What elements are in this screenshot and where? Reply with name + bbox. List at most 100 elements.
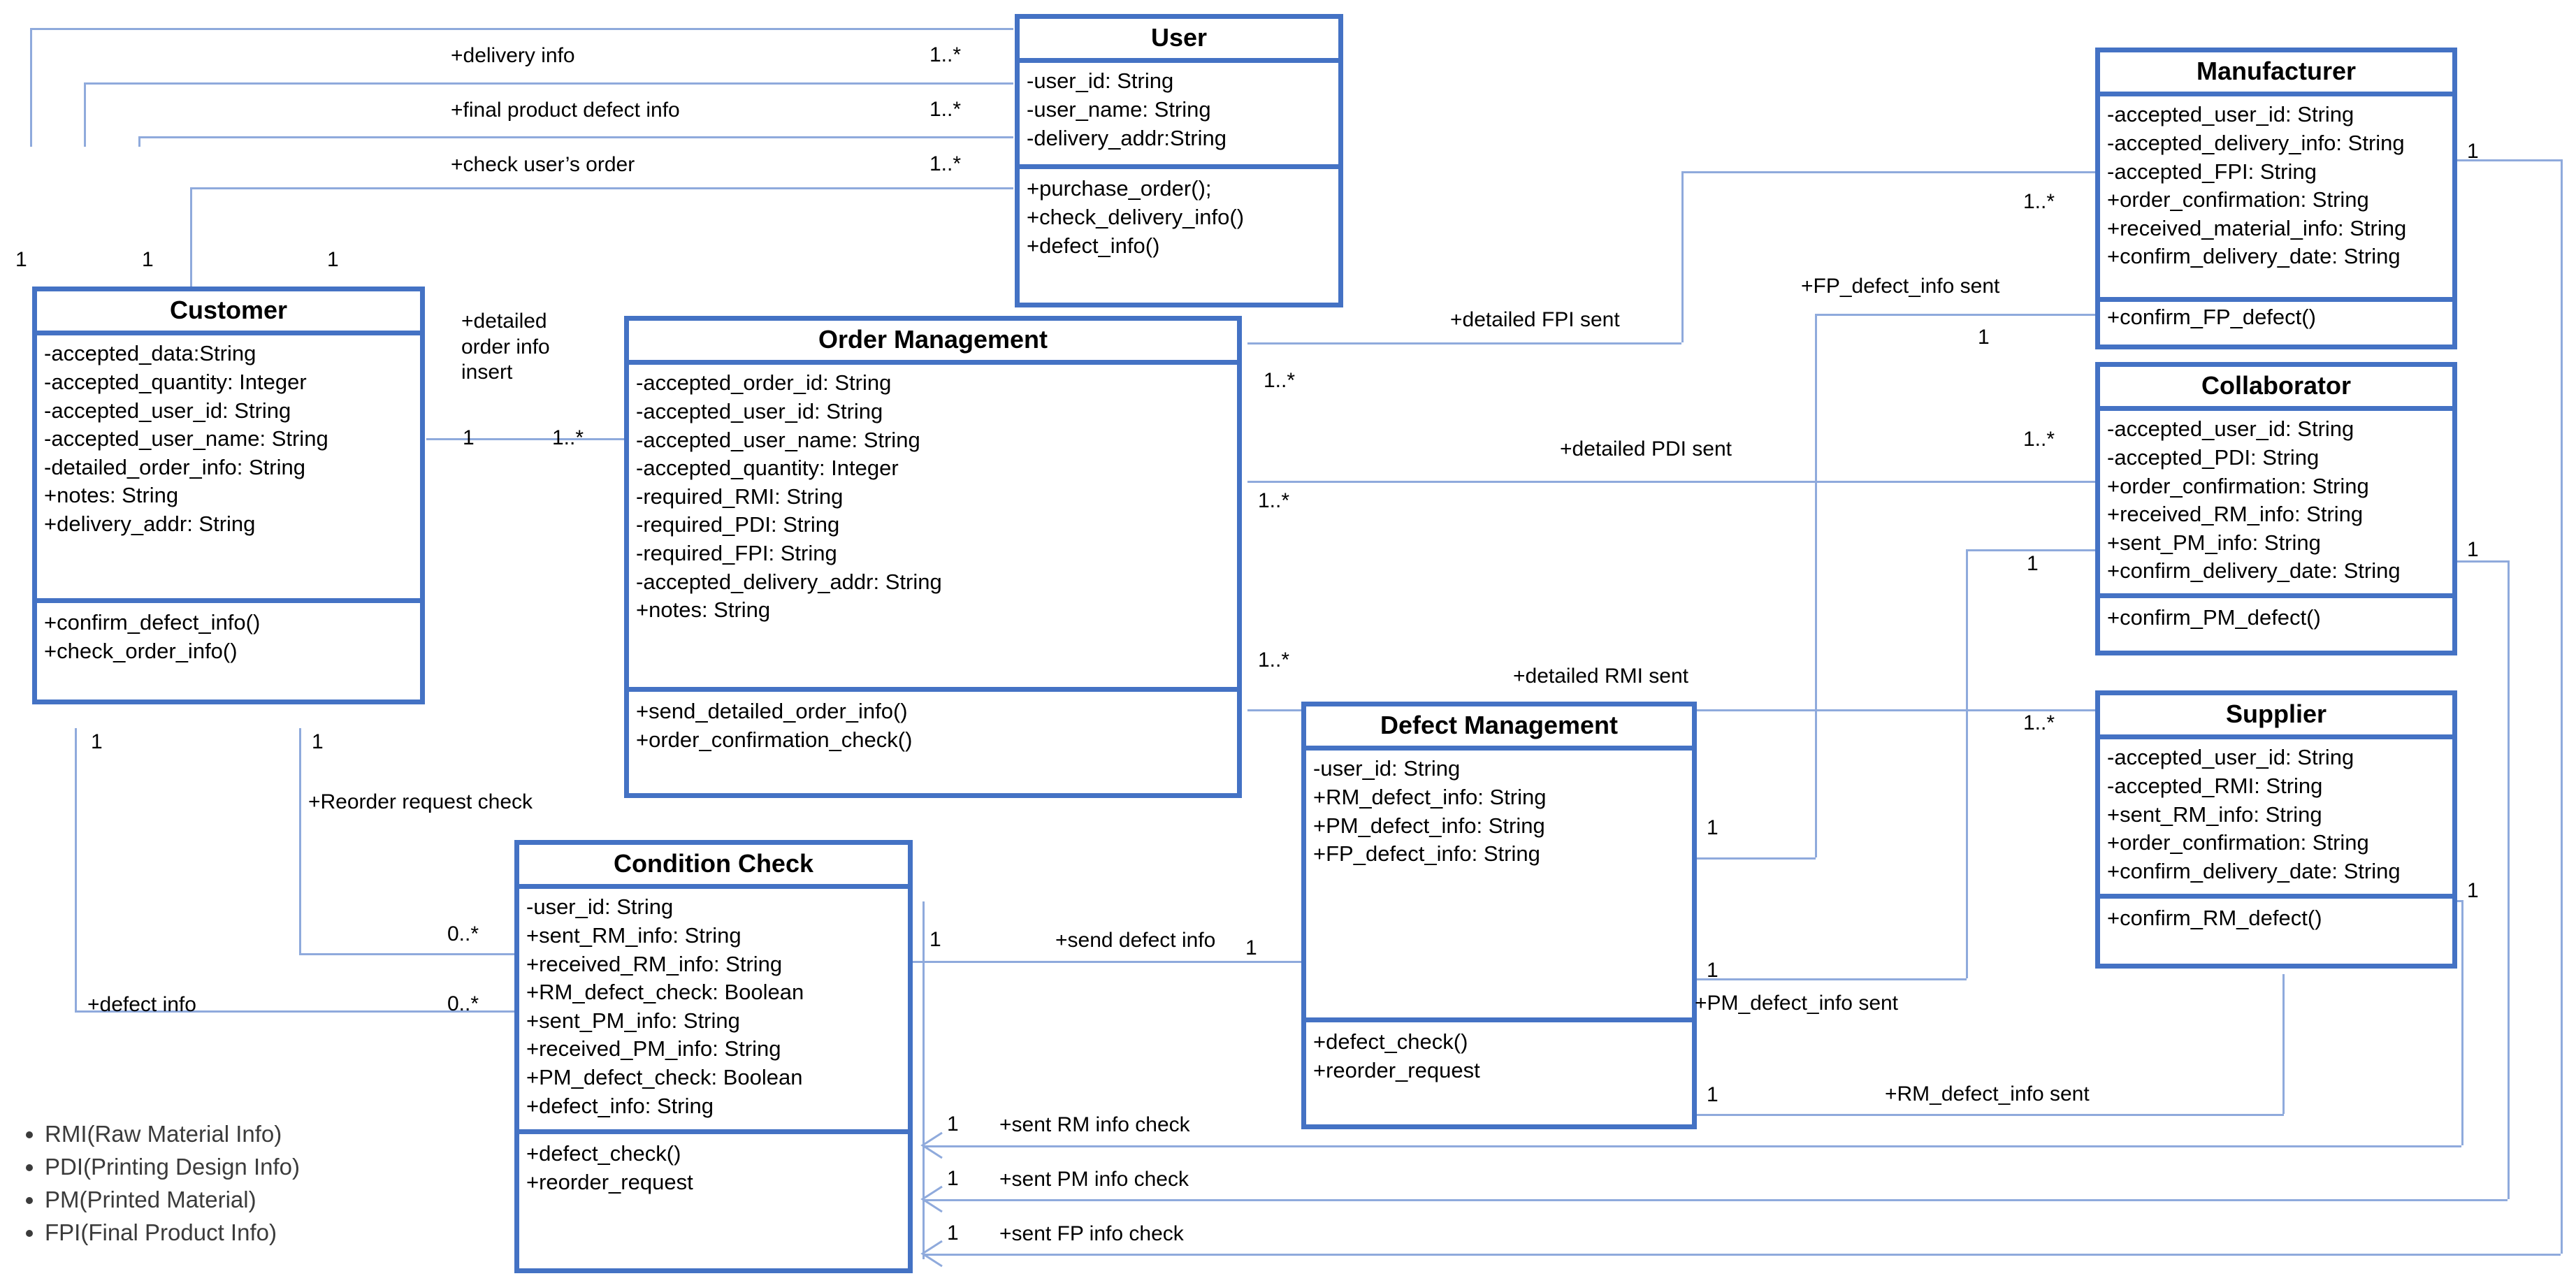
attribute-line: -accepted_user_id: String — [636, 398, 883, 423]
attribute-line: +confirm_delivery_date: String — [2107, 244, 2401, 269]
connector-om-manufacturer-left — [1247, 342, 1681, 345]
class-box-customer[interactable]: Customer -accepted_data:String -accepted… — [32, 287, 425, 704]
class-box-condition-check[interactable]: Condition Check -user_id: String +sent_R… — [514, 840, 913, 1273]
multiplicity-customer-delivery: 1 — [15, 248, 27, 271]
multiplicity-cc-fp-check: 1 — [947, 1222, 959, 1245]
connector-dm-collaborator-top — [1966, 549, 2097, 551]
multiplicity-supplier-rmi: 1..* — [2023, 711, 2055, 734]
operation-line: +defect_check() — [526, 1141, 681, 1166]
connector-customer-user-purchase-drop — [190, 187, 192, 289]
attribute-line: -user_id: String — [1313, 756, 1461, 781]
attribute-line: -accepted_user_name: String — [636, 427, 920, 452]
connector-om-collaborator — [1247, 481, 2097, 483]
class-box-user[interactable]: User -user_id: String -user_name: String… — [1015, 14, 1343, 307]
connector-om-manufacturer-riser — [1681, 171, 1684, 342]
connector-collaborator-cc-bottom — [922, 1199, 2508, 1201]
class-box-collaborator[interactable]: Collaborator -accepted_user_id: String -… — [2095, 362, 2457, 655]
connector-customer-cc-riser — [299, 728, 301, 953]
attribute-line: +PM_defect_check: Boolean — [526, 1064, 803, 1089]
multiplicity-dm-rmdefect: 1 — [1707, 1083, 1718, 1106]
attribute-line: +received_RM_info: String — [2107, 502, 2364, 527]
edge-label-line: insert — [461, 361, 513, 384]
attribute-line: +received_PM_info: String — [526, 1036, 781, 1061]
multiplicity-cc-rm-check: 1 — [947, 1112, 959, 1136]
multiplicity-user-checkorder: 1..* — [929, 152, 962, 175]
connector-om-manufacturer-top — [1681, 171, 2097, 173]
class-operations-defect-management: +defect_check() +reorder_request — [1306, 1022, 1692, 1089]
connector-collaborator-cc-riser — [2508, 560, 2510, 1199]
connector-cc-left-rail — [922, 901, 925, 1259]
attribute-line: -accepted_user_name: String — [44, 426, 328, 451]
edge-label-delivery-info: +delivery info — [451, 44, 575, 67]
attribute-line: +delivery_addr: String — [44, 511, 256, 536]
multiplicity-user-delivery: 1..* — [929, 43, 962, 66]
class-title-supplier: Supplier — [2100, 695, 2452, 740]
operation-line: +send_detailed_order_info() — [636, 699, 908, 724]
edge-label-defect-info: +defect info — [87, 993, 196, 1016]
attribute-line: +confirm_delivery_date: String — [2107, 558, 2401, 583]
multiplicity-customer-fpdefect: 1 — [142, 248, 154, 271]
operation-line: +reorder_request — [526, 1169, 693, 1194]
attribute-line: +order_confirmation: String — [2107, 473, 2369, 498]
attribute-line: -accepted_user_id: String — [2107, 102, 2354, 127]
class-box-manufacturer[interactable]: Manufacturer -accepted_user_id: String -… — [2095, 48, 2457, 349]
class-box-defect-management[interactable]: Defect Management -user_id: String +RM_d… — [1301, 702, 1697, 1129]
multiplicity-collaborator-right: 1 — [2467, 538, 2479, 561]
legend-item: PDI(Printing Design Info) — [45, 1151, 300, 1184]
connector-manufacturer-cc-riser — [2561, 159, 2563, 1254]
legend-item: FPI(Final Product Info) — [45, 1217, 300, 1249]
attribute-line: +RM_defect_info: String — [1313, 784, 1547, 809]
connector-dm-supplier-riser — [2282, 974, 2285, 1114]
attribute-line: -accepted_quantity: Integer — [44, 369, 307, 394]
multiplicity-cc-defectinfo: 0..* — [447, 992, 479, 1015]
attribute-line: -required_FPI: String — [636, 540, 837, 565]
legend-list: RMI(Raw Material Info) PDI(Printing Desi… — [21, 1118, 300, 1249]
attribute-line: -accepted_FPI: String — [2107, 159, 2317, 184]
class-box-supplier[interactable]: Supplier -accepted_user_id: String -acce… — [2095, 690, 2457, 969]
multiplicity-user-fpdefect: 1..* — [929, 98, 962, 121]
legend-item: RMI(Raw Material Info) — [45, 1118, 300, 1151]
attribute-line: -accepted_RMI: String — [2107, 773, 2323, 798]
class-attributes-manufacturer: -accepted_user_id: String -accepted_deli… — [2100, 96, 2452, 303]
connector-supplier-cc-riser — [2461, 900, 2463, 1145]
edge-label-check-users-order: +check user’s order — [451, 153, 635, 176]
class-title-collaborator: Collaborator — [2100, 367, 2452, 412]
multiplicity-customer-checkorder: 1 — [327, 248, 339, 271]
edge-label-final-product-defect-info: +final product defect info — [451, 99, 680, 122]
attribute-line: +RM_defect_check: Boolean — [526, 980, 804, 1005]
connector-dm-collaborator-bottom — [1697, 978, 1967, 980]
edge-label-detailed-pdi-sent: +detailed PDI sent — [1560, 437, 1732, 461]
class-title-condition-check: Condition Check — [519, 845, 908, 890]
class-attributes-supplier: -accepted_user_id: String -accepted_RMI:… — [2100, 739, 2452, 899]
legend-item: PM(Printed Material) — [45, 1184, 300, 1217]
class-box-order-management[interactable]: Order Management -accepted_order_id: Str… — [624, 316, 1242, 798]
attribute-line: +sent_RM_info: String — [2107, 802, 2322, 827]
class-title-customer: Customer — [37, 291, 420, 336]
class-attributes-collaborator: -accepted_user_id: String -accepted_PDI:… — [2100, 411, 2452, 599]
connector-customer-user-checkorder-drop — [138, 136, 140, 147]
attribute-line: -accepted_user_id: String — [44, 398, 291, 423]
connector-customer-user-checkorder — [138, 136, 1013, 138]
edge-label-pm-defect-info-sent: +PM_defect_info sent — [1695, 992, 1899, 1015]
multiplicity-cc-pm-check: 1 — [947, 1167, 959, 1190]
connector-dm-manufacturer-top — [1815, 314, 2097, 316]
connector-cc-dm — [912, 961, 1303, 963]
edge-label-detailed-rmi-sent: +detailed RMI sent — [1513, 665, 1688, 688]
attribute-line: -accepted_PDI: String — [2107, 444, 2320, 470]
class-operations-condition-check: +defect_check() +reorder_request — [519, 1134, 908, 1201]
attribute-line: -accepted_user_id: String — [2107, 416, 2354, 442]
operation-line: +defect_check() — [1313, 1029, 1468, 1054]
edge-label-detailed-order-info-insert: +detailed order info insert — [461, 309, 594, 386]
class-title-defect-management: Defect Management — [1306, 706, 1692, 751]
connector-dm-collaborator-riser — [1966, 549, 1968, 978]
attribute-line: +received_RM_info: String — [526, 951, 783, 976]
connector-customer-defectinfo-run — [75, 1010, 523, 1013]
multiplicity-om-pdi: 1..* — [1258, 489, 1290, 512]
attribute-line: -accepted_delivery_info: String — [2107, 130, 2405, 155]
attribute-line: -detailed_order_info: String — [44, 454, 305, 479]
class-operations-manufacturer: +confirm_FP_defect() — [2100, 302, 2452, 336]
class-attributes-user: -user_id: String -user_name: String -del… — [1020, 63, 1338, 170]
edge-label-send-defect-info: +send defect info — [1055, 929, 1216, 952]
operation-line: +check_delivery_info() — [1027, 204, 1245, 229]
